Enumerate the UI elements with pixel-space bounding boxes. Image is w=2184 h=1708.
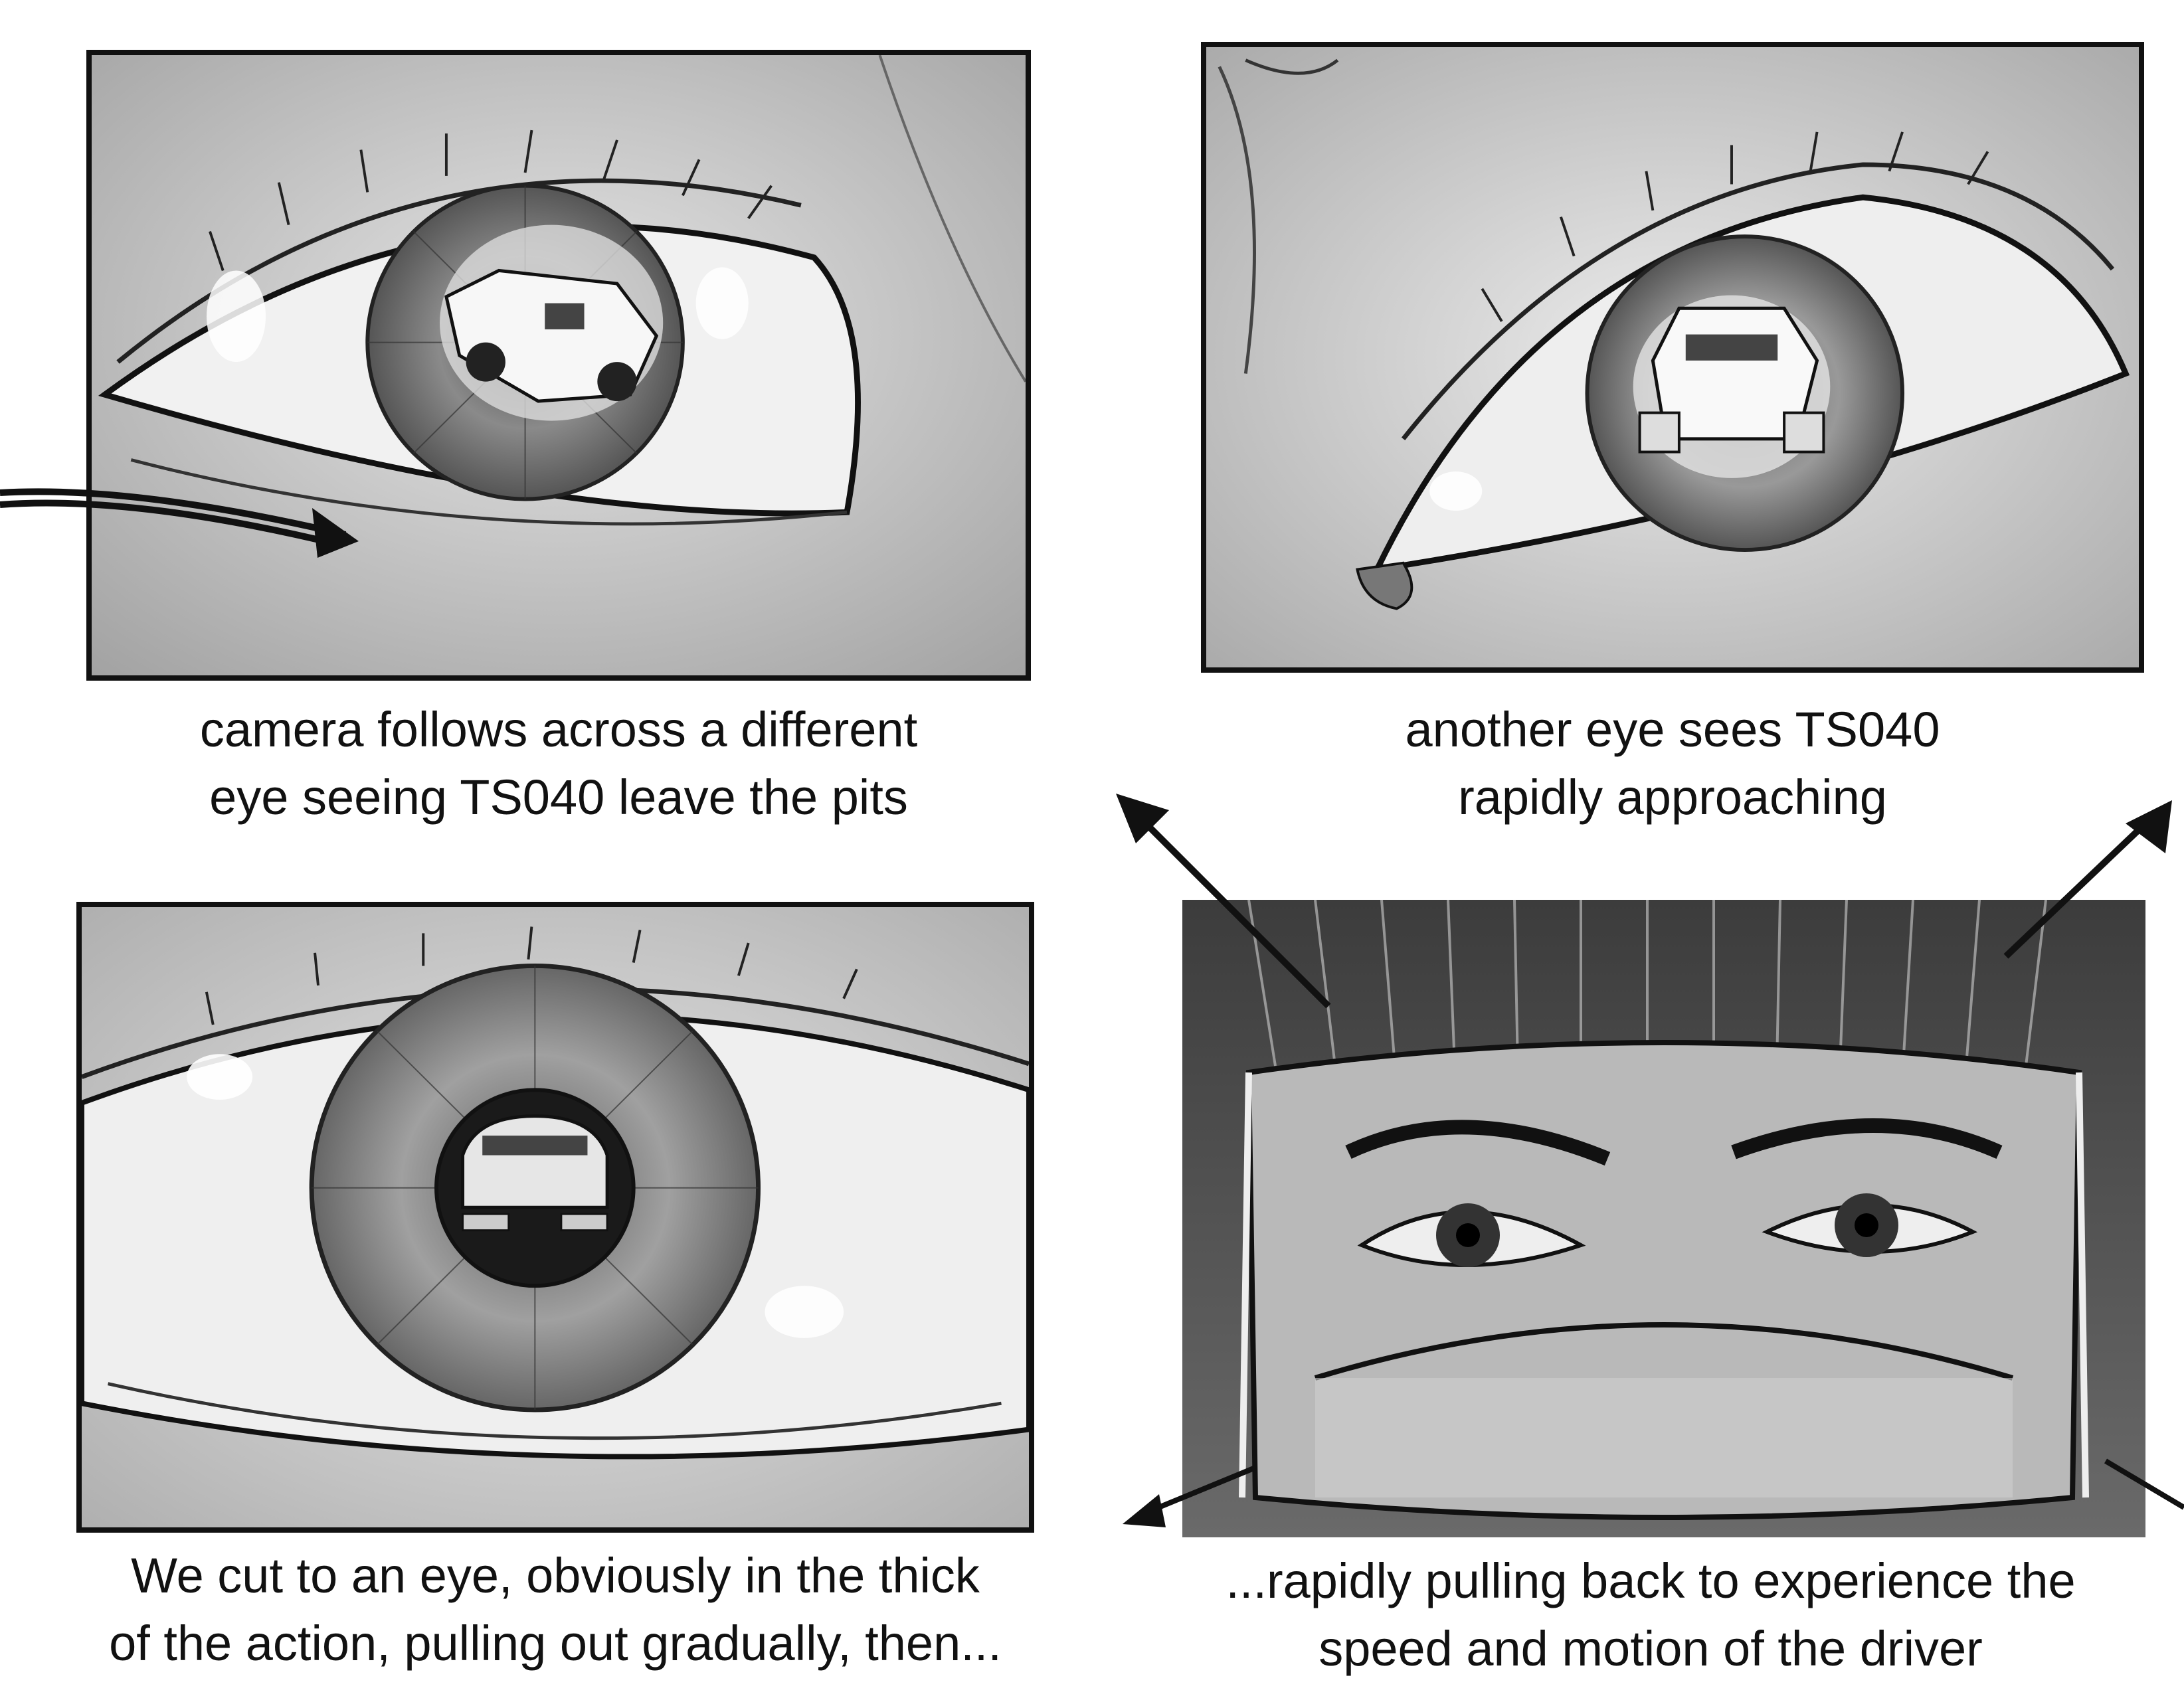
panel-1-sketch [92,55,1026,675]
panel-1-eye-pits [86,50,1031,681]
caption-panel-2: another eye sees TS040 rapidly approachi… [1201,696,2144,831]
panel-3-sketch [82,907,1029,1527]
caption-panel-1-line-2: eye seeing TS040 leave the pits [209,770,908,825]
caption-panel-3-line-1: We cut to an eye, obviously in the thick [131,1548,980,1603]
arrow-head-down-left [1123,1494,1166,1527]
panel-2-sketch [1206,47,2139,667]
race-car-in-pupil [461,1114,609,1232]
arrow-head-up-left [1116,794,1169,843]
panel-4-driver-helmet [1182,900,2145,1537]
panel-4-sketch [1182,900,2145,1537]
caption-panel-1: camera follows across a different eye se… [86,696,1031,831]
race-car-reflection-1 [444,268,659,403]
panel-2-eye-approaching [1201,42,2144,673]
race-car-reflection-2 [1638,306,1825,454]
caption-panel-4-line-2: speed and motion of the driver [1319,1621,1983,1676]
caption-panel-2-line-1: another eye sees TS040 [1405,702,1940,757]
panel-3-eye-closeup [76,902,1034,1533]
caption-panel-4-line-1: ...rapidly pulling back to experience th… [1226,1553,2076,1608]
caption-panel-3-line-2: of the action, pulling out gradually, th… [109,1616,1002,1671]
caption-panel-2-line-2: rapidly approaching [1458,770,1887,825]
caption-panel-1-line-1: camera follows across a different [199,702,918,757]
caption-panel-3: We cut to an eye, obviously in the thick… [13,1542,1097,1677]
caption-panel-4: ...rapidly pulling back to experience th… [1123,1547,2179,1683]
